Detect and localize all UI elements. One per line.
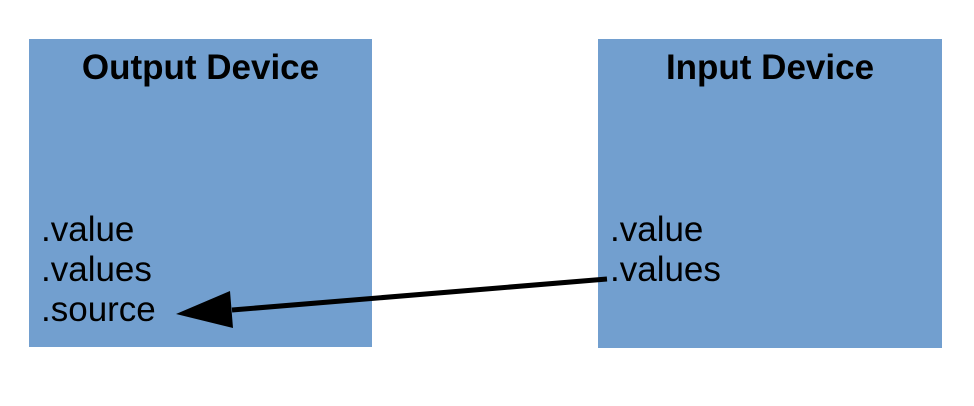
output-property-source: .source	[41, 290, 156, 329]
input-device-title: Input Device	[665, 48, 875, 87]
output-device-box: Output Device .value .values .source	[29, 39, 372, 347]
output-property-value: .value	[41, 210, 135, 249]
input-property-values: .values	[610, 250, 721, 289]
output-property-values: .values	[41, 250, 152, 289]
output-device-title: Output Device	[81, 48, 320, 87]
input-device-properties: .value .values	[610, 210, 721, 290]
input-property-value: .value	[610, 210, 704, 249]
input-device-box: Input Device .value .values	[598, 39, 942, 348]
output-device-properties: .value .values .source	[41, 210, 156, 330]
